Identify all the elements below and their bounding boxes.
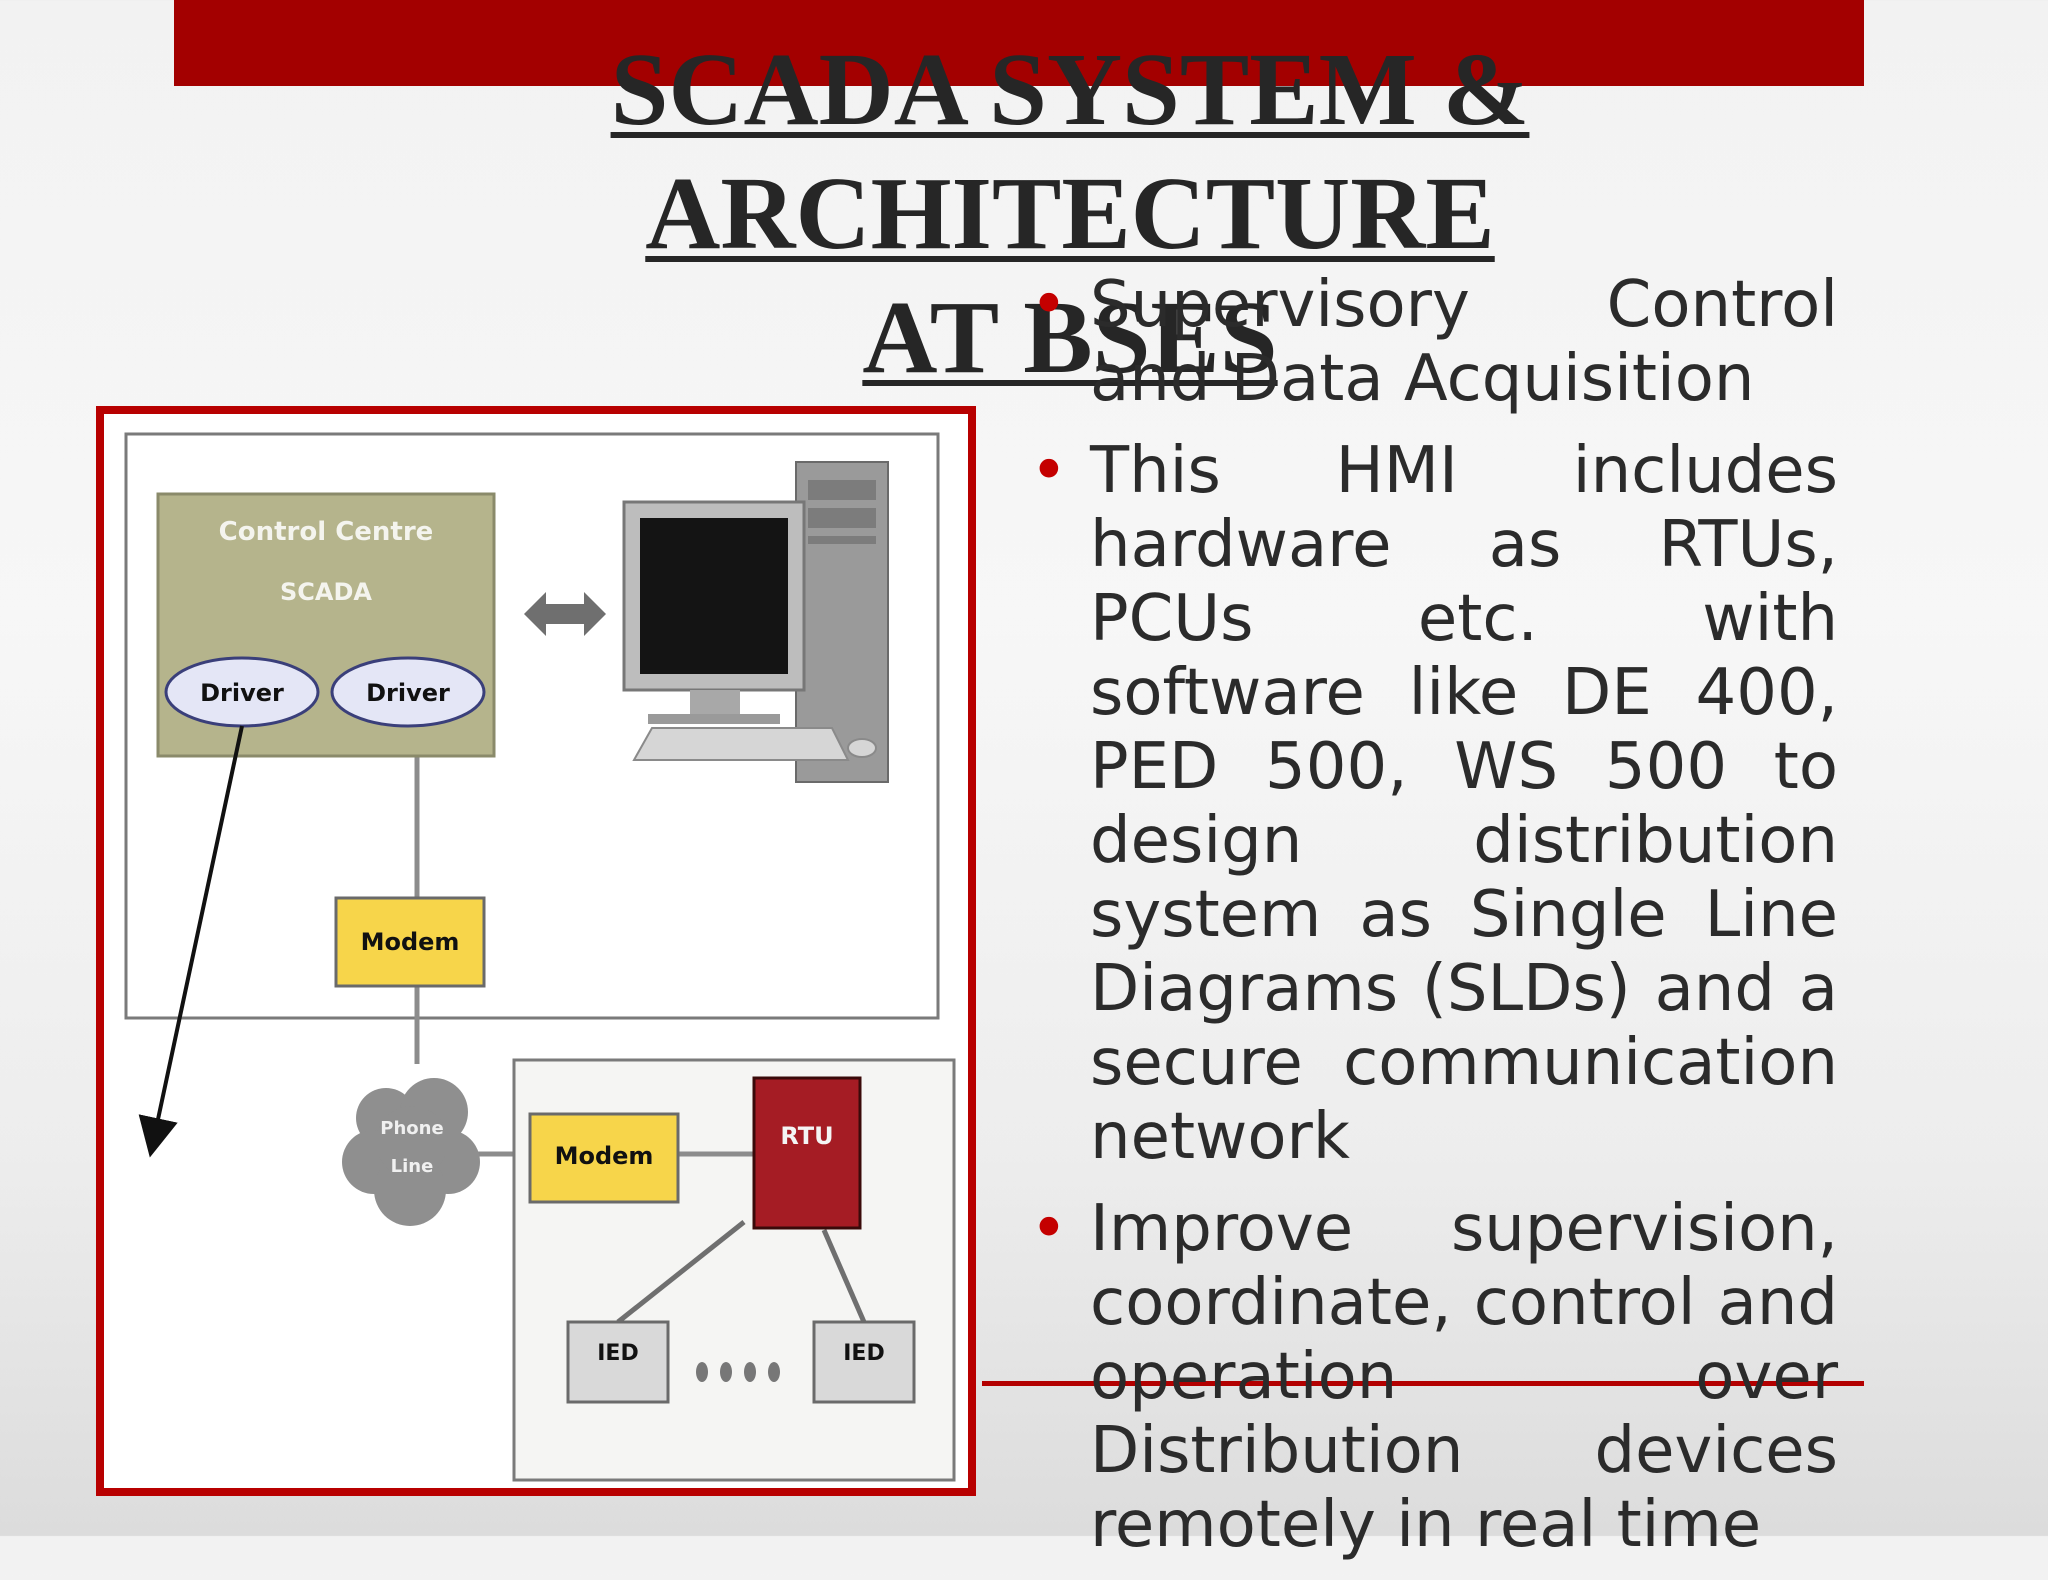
ellipsis-dots-icon: [696, 1362, 780, 1382]
bullet-item: •Supervisory Control and Data Acquisitio…: [1030, 268, 1838, 416]
title-banner: [174, 0, 1864, 86]
bullet-list: •Supervisory Control and Data Acquisitio…: [1030, 268, 1838, 1580]
arrow-icon: [138, 725, 244, 1158]
title-line-3: AT BSES: [862, 280, 1278, 395]
modem-label: Modem: [361, 928, 460, 956]
bidirectional-arrow-icon: [524, 592, 606, 636]
bullet-item: •This HMI includes hardware as RTUs, PCU…: [1030, 434, 1838, 1174]
bullet-item: •Improve supervision, coordinate, contro…: [1030, 1192, 1838, 1562]
modem-box: [334, 896, 486, 988]
rtu-box: [752, 1076, 862, 1230]
phone-line-cloud-icon: [342, 1078, 480, 1226]
driver-label: Driver: [366, 679, 450, 707]
ied-label: IED: [597, 1341, 638, 1366]
rtu-label: RTU: [780, 1122, 833, 1150]
bullet-icon: •: [1030, 268, 1068, 342]
connector-line: [821, 1229, 867, 1323]
ied-box: [812, 1320, 916, 1404]
ied-label: IED: [843, 1341, 884, 1366]
bullet-icon: •: [1030, 434, 1068, 508]
title-line-1: SCADA SYSTEM &: [610, 32, 1530, 147]
footer-rule: [982, 1381, 1864, 1386]
connector-line: [616, 1220, 746, 1324]
ied-box: [566, 1320, 670, 1404]
title-line-2: ARCHITECTURE: [645, 156, 1495, 271]
diagram-canvas: Control Centre SCADA Driver Driver Modem: [124, 432, 956, 1482]
modem-box: [528, 1112, 680, 1204]
control-centre-label: Control Centre: [219, 517, 434, 547]
phone-label: Phone: [380, 1118, 443, 1139]
line-label: Line: [391, 1156, 434, 1177]
scada-architecture-diagram: Control Centre SCADA Driver Driver Modem: [96, 406, 976, 1496]
bullet-icon: •: [1030, 1192, 1068, 1266]
computer-workstation-icon: [622, 461, 889, 783]
driver-node: [330, 656, 486, 728]
slide-title: SCADA SYSTEM & ARCHITECTURE AT BSES: [520, 28, 1620, 400]
driver-label: Driver: [200, 679, 284, 707]
modem-label: Modem: [555, 1142, 654, 1170]
scada-label: SCADA: [280, 578, 372, 606]
